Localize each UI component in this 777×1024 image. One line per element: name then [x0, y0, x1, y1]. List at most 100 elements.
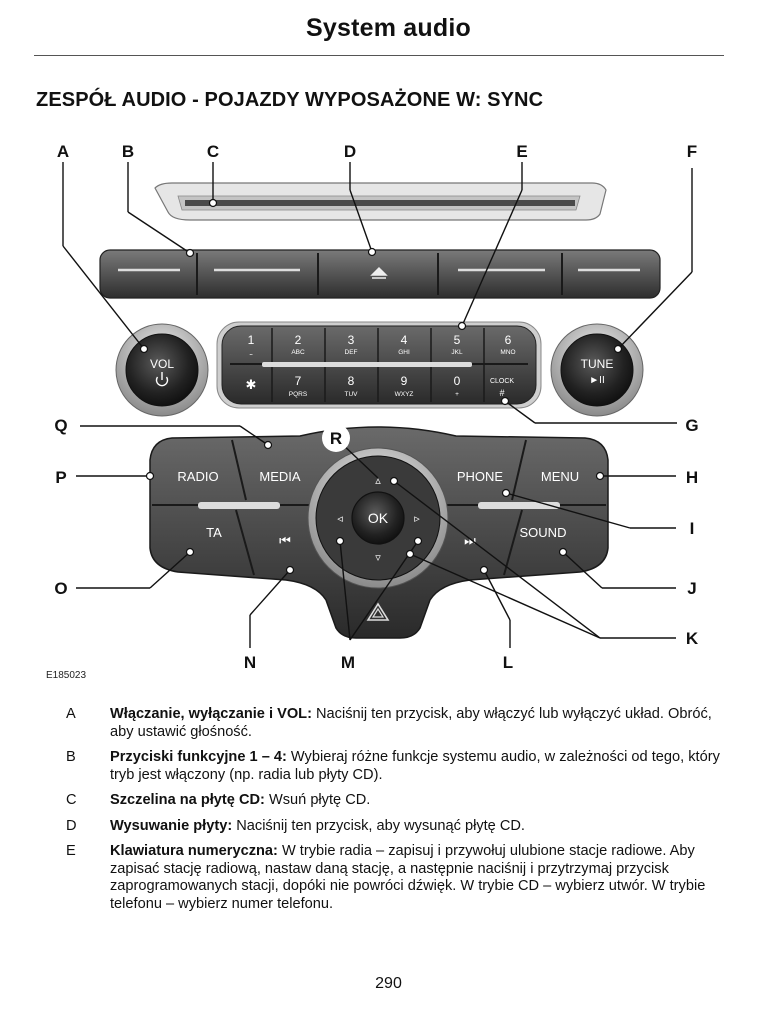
callout-j: J [687, 579, 696, 598]
callout-r-backdrop [322, 424, 350, 452]
definition-text: Naciśnij ten przycisk, aby wysunąć płytę… [232, 817, 525, 834]
callout-l: L [503, 653, 513, 672]
definition-body: Wysuwanie płyty: Naciśnij ten przycisk, … [110, 818, 722, 836]
keypad-key-6[interactable]: 6 [505, 333, 512, 347]
tune-knob[interactable]: TUNE ►II [550, 323, 644, 417]
callout-e: E [516, 142, 527, 161]
control-panel: RADIO MEDIA PHONE MENU TA SOUND ⏮ ⏭ ▵ ▿ … [149, 426, 609, 639]
arrow-right-icon: ▹ [414, 513, 420, 525]
definition-text: Wybieraj różne funkcje systemu audio, w … [110, 749, 720, 783]
clock-label: CLOCK [490, 378, 514, 385]
phone-button[interactable]: PHONE [457, 469, 504, 484]
arrow-down-icon: ▿ [375, 552, 381, 564]
definition-term: Klawiatura numeryczna: [110, 843, 278, 859]
callout-f: F [687, 142, 697, 161]
vol-label: VOL [150, 357, 174, 371]
menu-button[interactable]: MENU [541, 469, 579, 484]
definition-key: A [66, 706, 76, 722]
callout-p: P [55, 468, 66, 487]
menu-label: MENU [541, 469, 579, 484]
keypad-key-sub-10: WXYZ [395, 391, 414, 398]
definition-term: Włączanie, wyłączanie i VOL: [110, 706, 312, 722]
definition-row: D Wysuwanie płyty: Naciśnij ten przycisk,… [66, 818, 722, 836]
keypad-key-8[interactable]: 7 [295, 374, 302, 388]
media-button[interactable]: MEDIA [259, 469, 301, 484]
callout-i: I [690, 519, 695, 538]
keypad-key-sub-8: PQRS [289, 391, 308, 398]
callout-g: G [685, 416, 698, 435]
vol-knob[interactable]: VOL [115, 323, 209, 417]
keypad-key-7[interactable]: ✱ [246, 377, 257, 392]
leader-lines [62, 162, 693, 648]
sound-button[interactable]: SOUND [520, 525, 567, 540]
definition-key: E [66, 843, 76, 859]
definition-term: Wysuwanie płyty: [110, 817, 233, 834]
callout-c: C [207, 142, 219, 161]
ok-button[interactable]: OK [351, 491, 405, 545]
ok-label: OK [368, 510, 389, 526]
definition-key: B [66, 749, 76, 765]
keypad-key-sub-2: ABC [291, 349, 305, 356]
keypad-key-sub-9: TUV [345, 391, 359, 398]
definition-key: D [66, 817, 77, 834]
callout-h: H [686, 468, 698, 487]
callout-k: K [686, 629, 699, 648]
phone-label: PHONE [457, 469, 504, 484]
keypad-key-10[interactable]: 9 [401, 374, 408, 388]
definition-text: W trybie radia – zapisuj i przywołuj ulu… [110, 843, 706, 912]
keypad-key-4[interactable]: 4 [401, 333, 408, 347]
callout-q: Q [54, 416, 67, 435]
ta-label: TA [206, 525, 222, 540]
keypad-key-1[interactable]: 1 [248, 333, 255, 347]
definition-text: Naciśnij ten przycisk, aby włączyć lub w… [110, 706, 712, 740]
audio-unit-figure: VOL TUNE ►II 1⎵2ABC3DEF4GHI5JKL6MNO✱7PQR… [46, 142, 699, 681]
ta-button[interactable]: TA [206, 525, 222, 540]
sound-label: SOUND [520, 525, 567, 540]
seek-back-icon: ⏮ [279, 533, 291, 548]
figure-id: E185023 [46, 670, 86, 681]
keypad-key-sub-4: GHI [398, 349, 410, 356]
radio-label: RADIO [177, 469, 218, 484]
keypad-key-9[interactable]: 8 [348, 374, 355, 388]
keypad-key-sub-5: JKL [451, 349, 463, 356]
keypad-key-sub-6: MNO [500, 349, 515, 356]
arrow-left-icon: ◃ [337, 513, 343, 525]
seek-back-button[interactable]: ⏮ [279, 533, 291, 548]
hazard-button[interactable] [366, 602, 390, 621]
keypad-key-sub-11: + [455, 391, 459, 398]
definition-row: A Włączanie, wyłączanie i VOL: Naciśnij t… [66, 706, 722, 741]
callout-o: O [54, 579, 67, 598]
definition-row: E Klawiatura numeryczna: W trybie radia –… [66, 843, 722, 913]
play-pause-icon: ►II [589, 375, 604, 386]
callout-m: M [341, 653, 355, 672]
function-button-bar [99, 249, 661, 299]
definition-term: Szczelina na płytę CD: [110, 792, 265, 808]
section-title: ZESPÓŁ AUDIO - POJAZDY WYPOSAŻONE W: SYN… [36, 89, 544, 111]
eject-button[interactable] [370, 266, 388, 279]
callout-letters: A B C D E F G H I J K L M N O P Q R [54, 142, 698, 672]
tune-label: TUNE [581, 357, 614, 371]
definition-text: Wsuń płytę CD. [264, 792, 371, 808]
keypad-key-11[interactable]: 0 [454, 374, 461, 388]
leader-dots [139, 198, 623, 575]
media-label: MEDIA [259, 469, 301, 484]
radio-button[interactable]: RADIO [177, 469, 218, 484]
keypad-key-sub-3: DEF [345, 349, 358, 356]
keypad-key-3[interactable]: 3 [348, 333, 355, 347]
radio-button-indicator [198, 502, 280, 509]
keypad-key-hash[interactable]: # [499, 388, 504, 398]
keypad-key-5[interactable]: 5 [454, 333, 461, 347]
callout-n: N [244, 653, 256, 672]
definitions-list: A Włączanie, wyłączanie i VOL: Naciśnij t… [66, 706, 722, 921]
definition-body: Klawiatura numeryczna: W trybie radia – … [110, 843, 722, 913]
power-icon [155, 372, 169, 387]
definition-body: Szczelina na płytę CD: Wsuń płytę CD. [110, 792, 722, 810]
callout-b: B [122, 142, 134, 161]
keypad-key-2[interactable]: 2 [295, 333, 302, 347]
page-number: 290 [375, 975, 402, 992]
cd-slot[interactable] [154, 182, 607, 221]
keypad-key-sub-1: ⎵ [250, 349, 253, 356]
